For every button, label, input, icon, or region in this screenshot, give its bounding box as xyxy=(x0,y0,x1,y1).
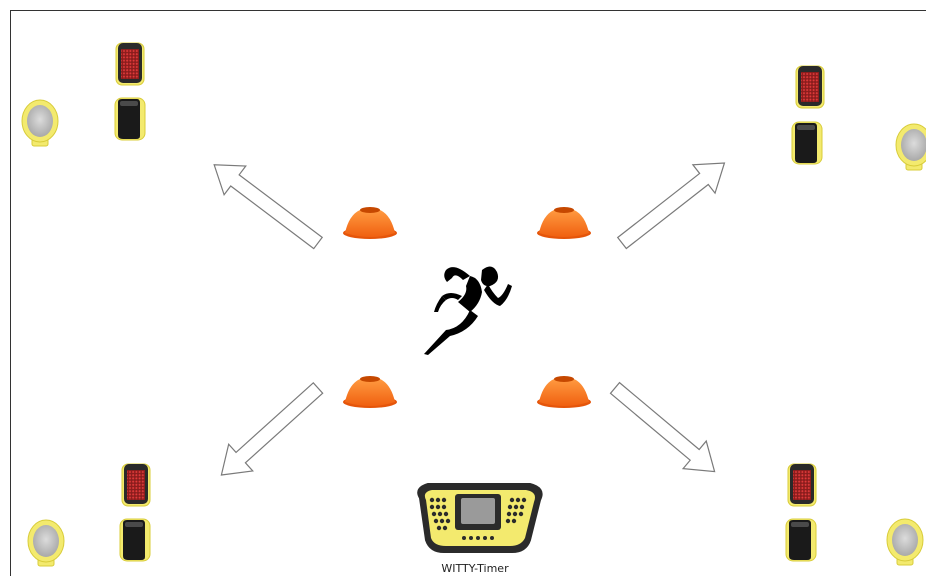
led-display-icon xyxy=(788,464,816,506)
photocell-icon xyxy=(115,98,145,140)
cone-icon xyxy=(343,207,397,239)
arrow-icon xyxy=(209,375,330,489)
led-display-icon xyxy=(122,464,150,506)
cone-icon xyxy=(343,376,397,408)
reflector-icon xyxy=(22,100,58,146)
witty-timer-label: WITTY-Timer xyxy=(420,562,530,575)
arrow-icon xyxy=(611,149,736,257)
reflector-icon xyxy=(896,124,926,170)
cone-icon xyxy=(537,207,591,239)
photocell-icon xyxy=(120,519,150,561)
cone-icon xyxy=(537,376,591,408)
reflector-icon xyxy=(28,520,64,566)
photocell-icon xyxy=(792,122,822,164)
reflector-icon xyxy=(887,519,923,565)
photocell-icon xyxy=(786,519,816,561)
arrow-icon xyxy=(203,150,328,257)
arrow-icon xyxy=(603,374,726,485)
witty-timer-icon xyxy=(418,484,541,552)
led-display-icon xyxy=(796,66,824,108)
runner-icon xyxy=(424,266,512,355)
led-display-icon xyxy=(116,43,144,85)
